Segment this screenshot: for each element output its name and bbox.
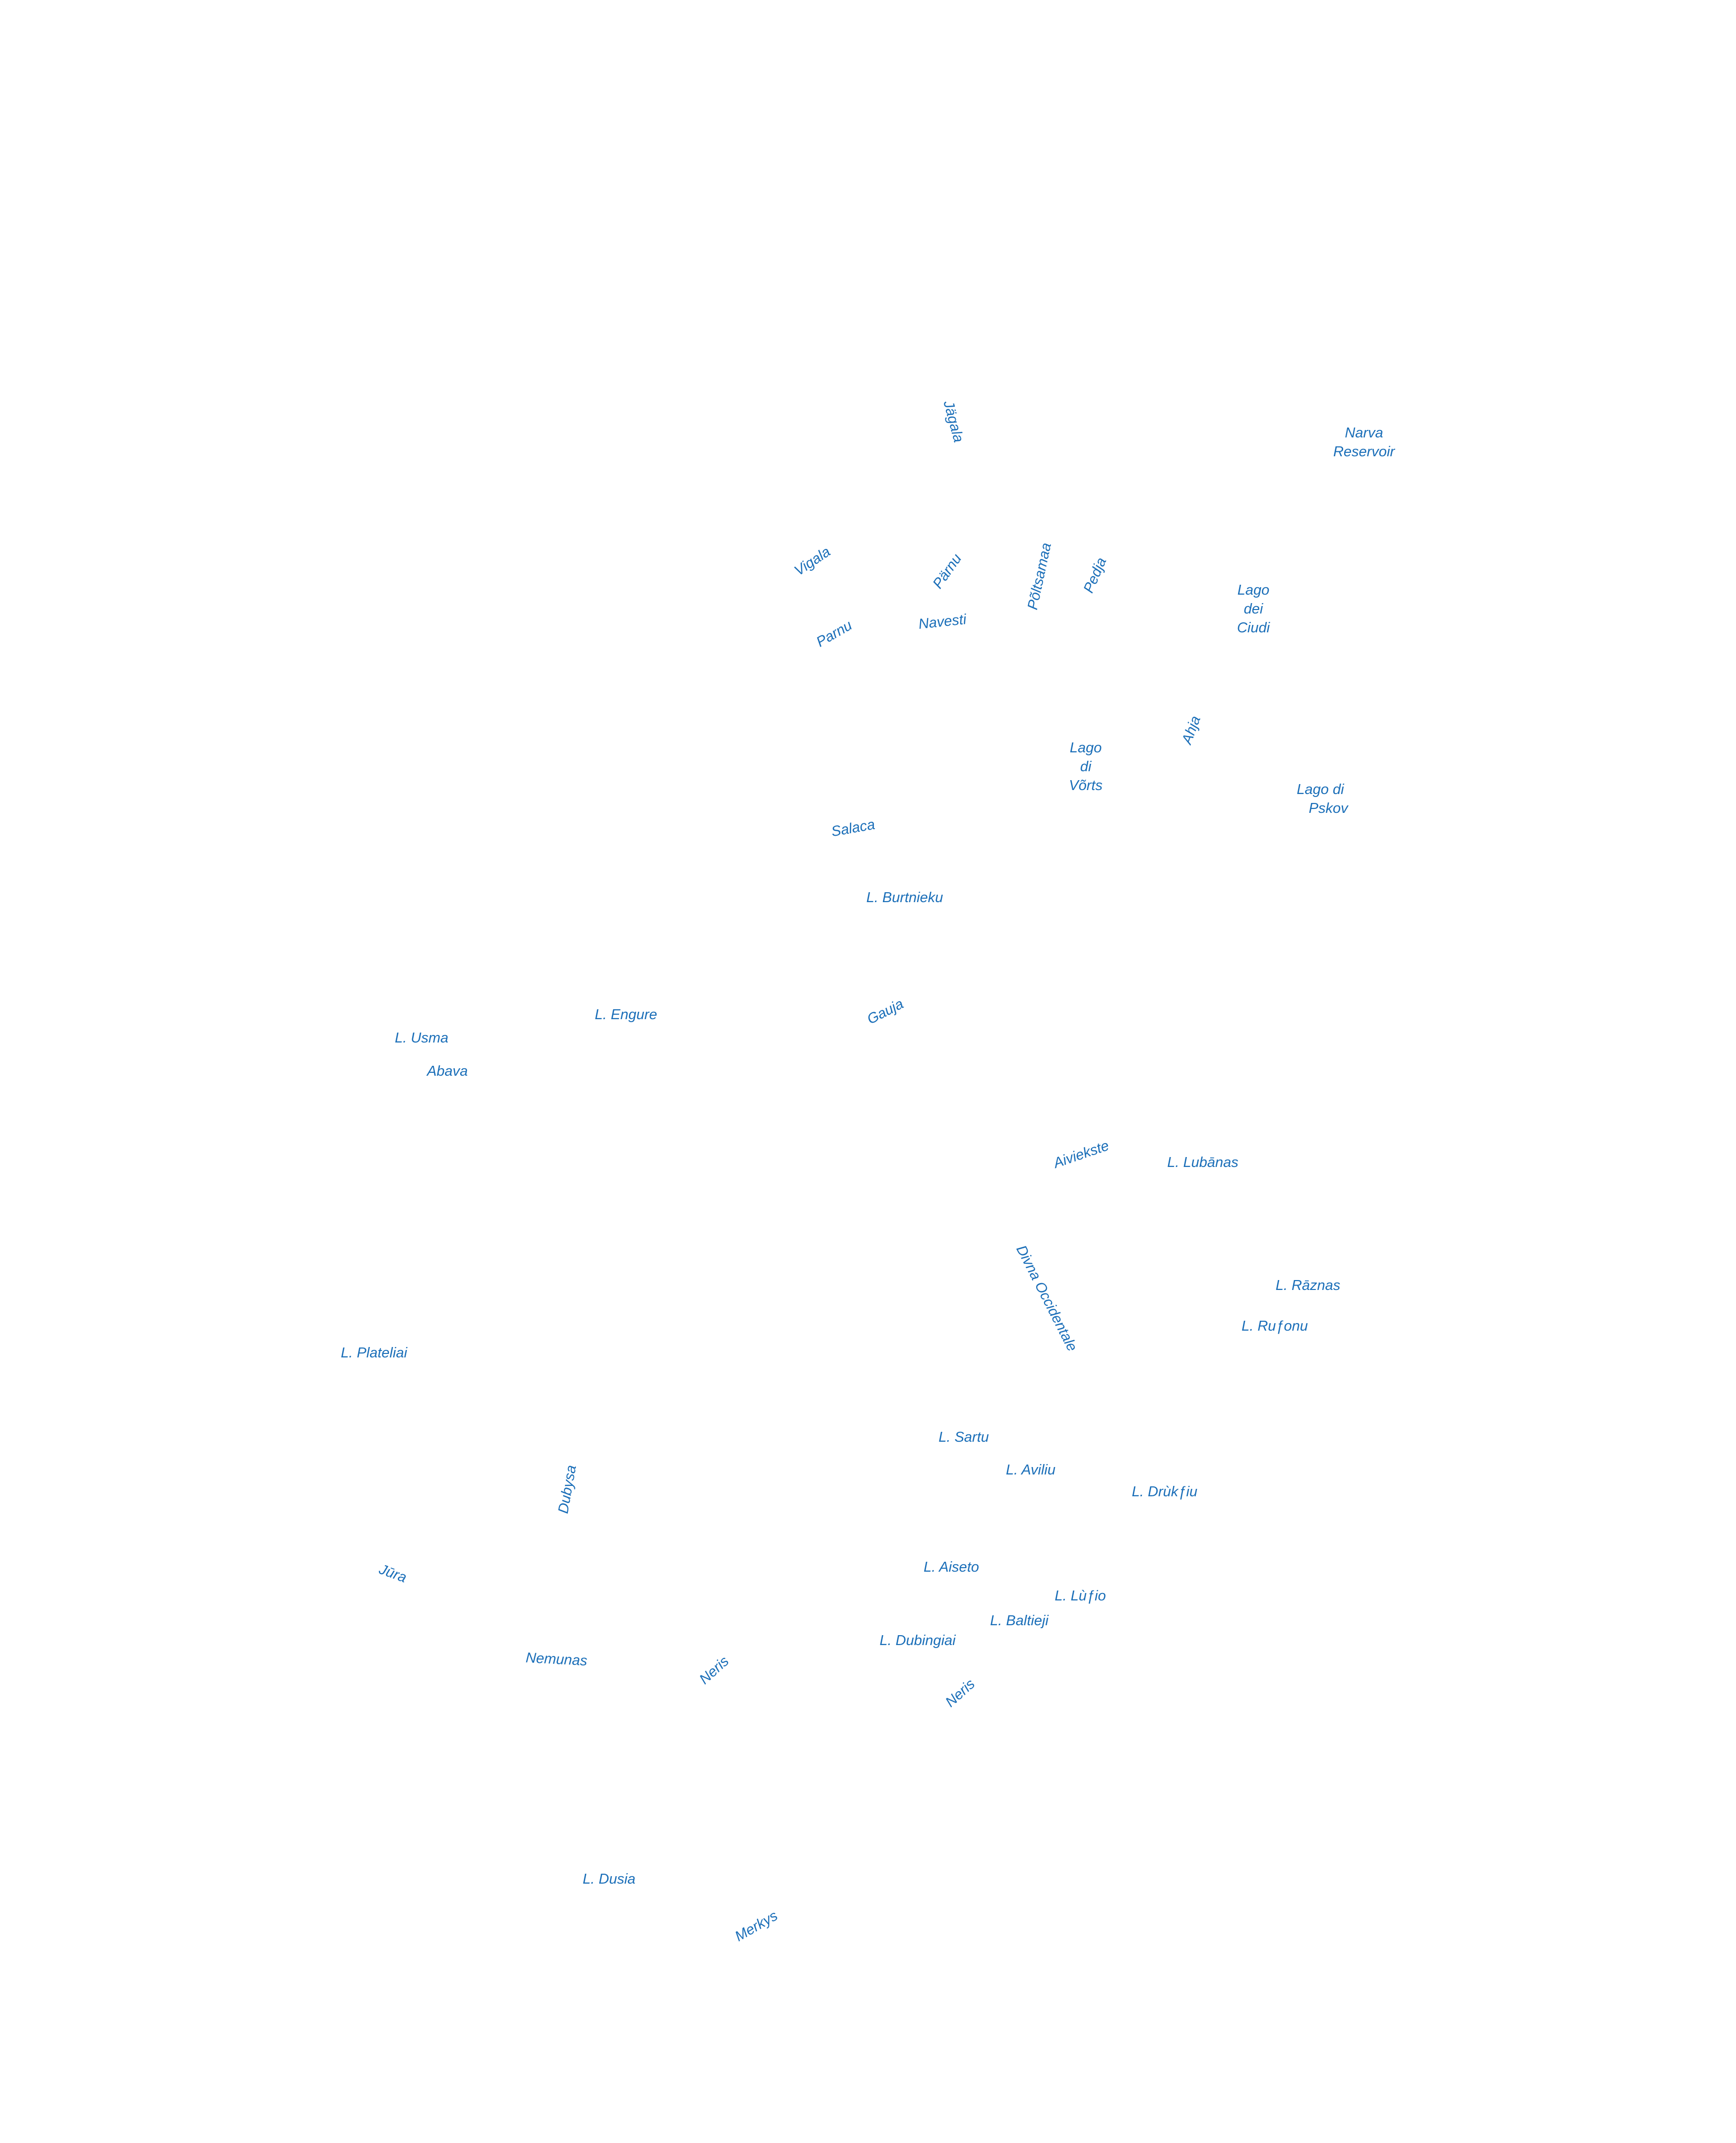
map-label-l-lufio: L. Lùƒio <box>1054 1588 1106 1604</box>
map-label-merkys: Merkys <box>732 1907 781 1945</box>
map-label-l-raznas: L. Rāznas <box>1275 1278 1341 1293</box>
map-label-salaca: Salaca <box>830 816 876 840</box>
map-label-l-aiseto: L. Aiseto <box>924 1559 979 1575</box>
map-label-dubysa: Dubysa <box>555 1464 580 1515</box>
map-label-pedja: Pedja <box>1080 555 1110 596</box>
map-label-l-lubanas: L. Lubānas <box>1167 1155 1239 1170</box>
map-label-navesti: Navesti <box>918 612 967 632</box>
map-label-jura: Jūra <box>377 1561 409 1586</box>
map-label-parnu-upper: Pärnu <box>930 551 965 592</box>
map-label-l-drukfiu: L. Drùkƒiu <box>1131 1484 1198 1500</box>
map-label-l-usma: L. Usma <box>395 1030 448 1046</box>
map-label-abava: Abava <box>427 1063 468 1079</box>
map-label-gauja: Gauja <box>865 996 906 1028</box>
map-label-poltsamaa: Põltsamaa <box>1025 541 1054 612</box>
map-label-lago-di-pskov: Lago di Pskov <box>1297 782 1348 816</box>
map-label-l-rufonu: L. Ruƒonu <box>1241 1318 1308 1334</box>
map-label-l-sartu: L. Sartu <box>938 1429 989 1445</box>
map-label-l-aviliu: L. Aviliu <box>1006 1462 1055 1478</box>
map-label-l-dubingiai: L. Dubingiai <box>879 1633 956 1649</box>
map-label-parnu-lower: Parnu <box>813 617 855 651</box>
map-label-vigala: Vigala <box>791 544 834 579</box>
map-label-jagala: Jägala <box>940 399 967 444</box>
map-label-l-burtnieku: L. Burtnieku <box>866 890 943 906</box>
map-label-neris-west: Neris <box>696 1653 732 1688</box>
map-label-divna-occidentale: Divna Occidentale <box>1013 1242 1080 1354</box>
map-label-lago-dei-ciudi: Lago dei Ciudi <box>1237 582 1270 636</box>
map-label-l-baltieji: L. Baltieji <box>990 1613 1049 1629</box>
map-label-aiviekste: Aiviekste <box>1051 1137 1112 1172</box>
map-label-lago-di-vorts: Lago di Võrts <box>1069 740 1103 794</box>
map-label-l-dusia: L. Dusia <box>582 1871 636 1887</box>
map-label-narva-reservoir: Narva Reservoir <box>1333 425 1395 460</box>
map-label-l-engure: L. Engure <box>595 1007 657 1023</box>
map-label-l-plateliai: L. Plateliai <box>341 1345 407 1361</box>
map-label-nemunas: Nemunas <box>525 1650 588 1669</box>
map-label-ahja: Ahja <box>1179 714 1204 746</box>
map-label-neris-east: Neris <box>942 1676 978 1711</box>
